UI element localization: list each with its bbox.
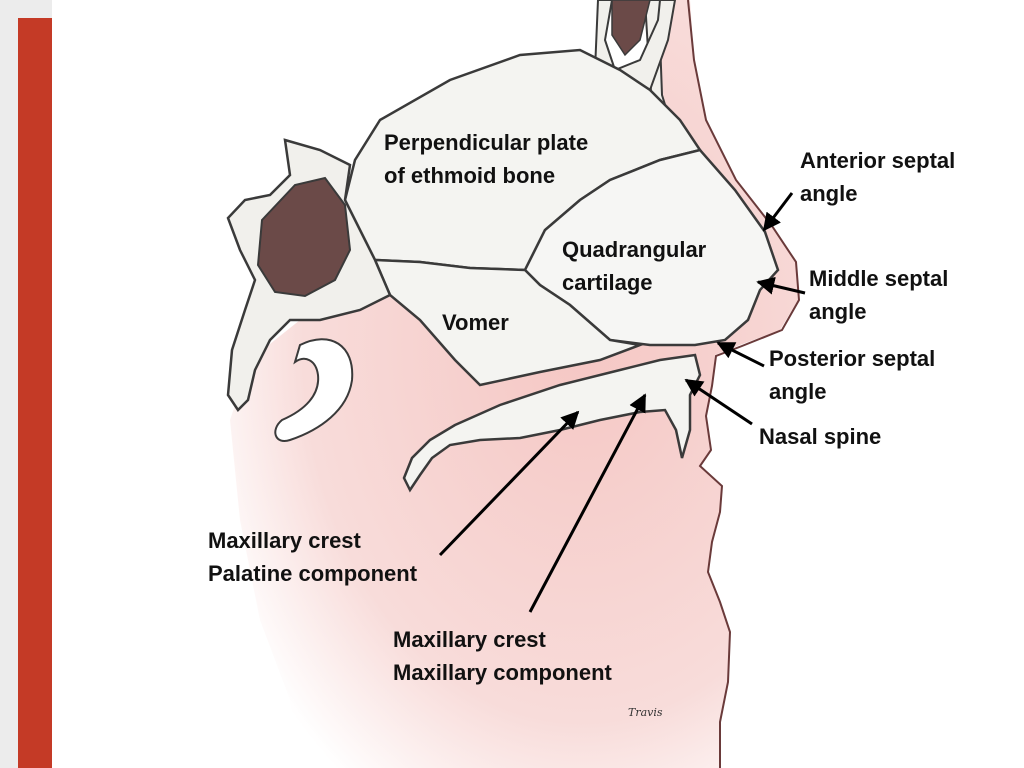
label-middle-septal-angle: Middle septal angle bbox=[809, 262, 948, 328]
label-posterior-septal-angle: Posterior septal angle bbox=[769, 342, 935, 408]
label-line: Maxillary crest bbox=[208, 528, 361, 553]
label-line: Maxillary crest bbox=[393, 627, 546, 652]
arrow-posterior-septal-angle bbox=[716, 341, 765, 368]
label-line: angle bbox=[809, 299, 867, 324]
label-perpendicular-plate: Perpendicular plate of ethmoid bone bbox=[384, 126, 588, 192]
label-line: angle bbox=[800, 181, 858, 206]
label-line: Vomer bbox=[442, 310, 509, 335]
artist-signature: Travis bbox=[628, 706, 663, 719]
label-line: Posterior septal bbox=[769, 346, 936, 371]
arrow-middle-septal-angle bbox=[756, 276, 806, 295]
label-maxillary-crest-maxillary: Maxillary crest Maxillary component bbox=[393, 623, 612, 689]
arrow-nasal-spine bbox=[684, 378, 753, 426]
sphenoid-sinus bbox=[256, 176, 352, 298]
pterygoid-hook bbox=[274, 338, 354, 442]
label-line: Palatine component bbox=[208, 561, 418, 586]
label-line: of ethmoid bone bbox=[384, 163, 556, 188]
label-line: angle bbox=[769, 379, 827, 404]
vomer-shape bbox=[373, 258, 645, 387]
label-anterior-septal-angle: Anterior septal angle bbox=[800, 144, 955, 210]
label-quadrangular-cartilage: Quadrangular cartilage bbox=[562, 233, 706, 299]
label-vomer: Vomer bbox=[442, 306, 509, 339]
label-maxillary-crest-palatine: Maxillary crest Palatine component bbox=[208, 524, 417, 590]
accent-bar bbox=[18, 18, 52, 768]
facial-profile-outline bbox=[687, 0, 801, 768]
arrow-anterior-septal-angle bbox=[762, 192, 794, 232]
label-line: Perpendicular plate bbox=[384, 130, 589, 155]
label-line: Middle septal bbox=[809, 266, 949, 291]
label-line: Quadrangular bbox=[562, 237, 707, 262]
label-nasal-spine: Nasal spine bbox=[759, 420, 881, 453]
label-line: Nasal spine bbox=[759, 424, 882, 449]
label-line: Anterior septal bbox=[800, 148, 956, 173]
arrow-maxillary-crest-maxillary bbox=[528, 393, 647, 613]
arrow-maxillary-crest-palatine bbox=[438, 410, 580, 557]
label-line: Maxillary component bbox=[393, 660, 612, 685]
frontal-sinus bbox=[611, 0, 651, 57]
soft-tissue-region bbox=[230, 0, 798, 768]
label-line: cartilage bbox=[562, 270, 653, 295]
